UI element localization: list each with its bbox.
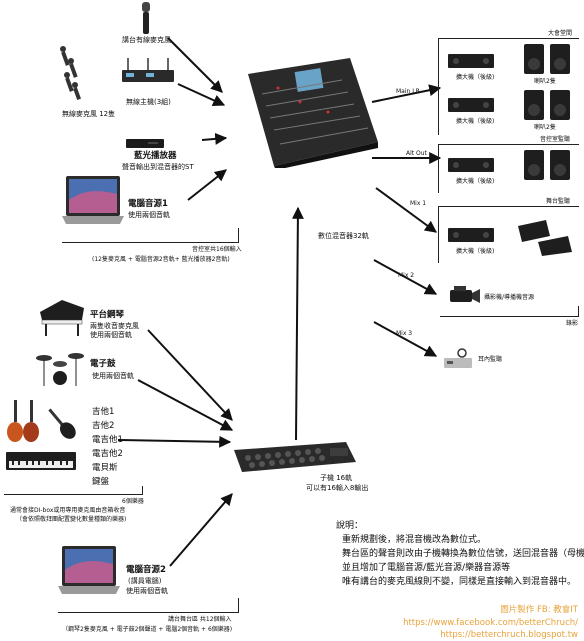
- bottom-summary-1: 講台舞台區 共12個輸入: [168, 616, 232, 623]
- amplifier-icon: [448, 156, 494, 174]
- stagebox-label-1: 子機 16軌: [320, 474, 353, 482]
- drums-sub: 使用兩個音軌: [92, 372, 134, 380]
- digital-mixer-icon: [238, 56, 380, 170]
- laptop1-title: 電腦音源1: [128, 199, 168, 209]
- bluray-player-icon: [126, 135, 164, 148]
- instrument-6: 鍵盤: [92, 477, 110, 487]
- record-label: 錄影: [566, 320, 579, 327]
- speaker-label-2: 喇叭2隻: [534, 124, 556, 131]
- main-lr-label: Main LR: [396, 88, 420, 95]
- laptop2-sub-2: 使用兩個音軌: [126, 587, 168, 595]
- hall-group-bracket: [438, 38, 579, 135]
- arrow-instruments: [117, 435, 232, 448]
- arrow-mix3: [373, 321, 438, 357]
- piano-sub-2: 使用兩個音軌: [90, 331, 132, 339]
- instrument-2: 吉他2: [92, 421, 115, 431]
- wireless-receiver-label: 無線主機(3組): [126, 98, 171, 106]
- credits-line-1: 圖片製作 FB: 教會IT: [500, 605, 578, 615]
- stage-monitor-bracket: [438, 206, 579, 263]
- grand-piano-icon: [38, 298, 86, 336]
- instruments-count: 6個樂器: [122, 498, 144, 505]
- record-bracket: [440, 306, 579, 317]
- notes-line-3: 並且增加了電腦音源/藍光音源/樂器音源等: [342, 563, 511, 573]
- mix3-label: Mix 3: [396, 330, 413, 337]
- piano-title: 平台鋼琴: [90, 310, 125, 320]
- hall-title: 大會堂間: [548, 30, 573, 37]
- in-ear-monitor-icon: [444, 348, 474, 370]
- arrow-stagebox-to-mixer: [291, 206, 304, 441]
- control-room-title: 音控室監聽: [540, 136, 571, 143]
- bluray-title: 藍光播放器: [134, 151, 177, 161]
- arrow-wireless: [177, 83, 226, 106]
- stage-monitor-title: 舞台監聽: [546, 198, 571, 205]
- arrow-laptop2: [169, 493, 233, 567]
- instrument-1: 吉他1: [92, 407, 115, 417]
- mix2-label: Mix 2: [398, 272, 415, 279]
- notes-title: 說明：: [336, 521, 364, 531]
- arrow-main-lr: [371, 84, 442, 103]
- arrow-drums: [137, 379, 234, 431]
- arrow-wired-mic: [167, 37, 223, 93]
- instrument-5: 電貝斯: [92, 463, 118, 473]
- speaker-pair-icon: [522, 90, 572, 120]
- laptop1-icon: [62, 176, 124, 226]
- wireless-mic-label: 無線麥克風 12隻: [62, 110, 116, 118]
- amp-label-3: 擴大機（後級): [456, 178, 495, 185]
- electronic-drums-icon: [34, 348, 86, 386]
- piano-sub-1: 兩隻收音麥克風: [90, 322, 139, 330]
- instruments-note-2: （會依照敬拜團配置變化數量種類的樂器): [16, 516, 127, 523]
- camcorder-label: 攝影機/導播機音源: [484, 294, 535, 301]
- iem-label: 耳內監聽: [478, 356, 503, 363]
- speaker-pair-icon: [522, 150, 572, 180]
- wireless-receiver-icon: [122, 58, 174, 84]
- amp-label-4: 擴大機（後級): [456, 248, 495, 255]
- laptop2-sub-1: (講員電腦): [128, 577, 162, 585]
- credits-facebook-link[interactable]: https://www.facebook.com/betterChruch/: [403, 618, 578, 628]
- amplifier-icon: [448, 226, 494, 244]
- notes-line-2: 舞台區的聲音則改由子機轉換為數位信號，送回混音器（母機）。: [342, 549, 584, 559]
- instrument-4: 電吉他2: [92, 449, 123, 459]
- stagebox-icon: [234, 440, 356, 474]
- speaker-pair-icon: [522, 44, 572, 74]
- notes-line-1: 重新規劃後，將混音機改為數位式。: [342, 535, 487, 545]
- amp-label-2: 擴大機（後級): [456, 118, 495, 125]
- top-summary-2: (12隻麥克風 + 電腦音源2音軌+ 藍光播放器2音軌): [92, 256, 230, 263]
- top-summary-1: 音控室共16個輸入: [192, 246, 242, 253]
- laptop2-title: 電腦音源2: [126, 565, 166, 575]
- wireless-mic-icon: [58, 44, 88, 100]
- laptop2-icon: [58, 546, 120, 596]
- stage-wedge-icon: [516, 216, 574, 256]
- control-room-bracket: [438, 144, 579, 193]
- arrow-mix1: [375, 187, 437, 233]
- instruments-bracket: [4, 486, 143, 495]
- arrow-mix2: [373, 259, 438, 295]
- wired-mic-icon: [140, 2, 152, 34]
- arrow-piano: [147, 329, 233, 421]
- top-inputs-bracket: [62, 228, 239, 243]
- instrument-3: 電吉他1: [92, 435, 123, 445]
- notes-line-4: 唯有講台的麥克風線則不變，同樣是直接輸入到混音器中。: [342, 577, 577, 587]
- bluray-sub: 聲音輸出到混音器的ST: [122, 163, 194, 171]
- guitars-icon: [4, 400, 80, 444]
- arrow-bluray: [201, 132, 228, 145]
- arrow-laptop1: [187, 169, 227, 201]
- keyboard-synth-icon: [6, 452, 76, 470]
- amplifier-icon: [448, 96, 494, 114]
- bottom-summary-2: （鋼琴2隻麥克風 + 電子鼓2個聲道 + 電腦2個音軌 + 6個樂器): [62, 626, 233, 633]
- stagebox-label-2: 可以有16輸入8輸出: [306, 484, 369, 492]
- alt-out-label: Alt Out: [406, 150, 427, 157]
- wired-mic-label: 講台有線麥克風: [122, 36, 171, 44]
- laptop1-sub: 使用兩個音軌: [128, 211, 170, 219]
- mix1-label: Mix 1: [410, 200, 427, 207]
- camcorder-icon: [446, 286, 480, 306]
- digital-link-label: 數位混音器32軌: [318, 232, 369, 240]
- drums-title: 電子鼓: [90, 359, 116, 369]
- instruments-note-1: 通常會接DI-box或用專用麥克風由音箱收音: [10, 507, 126, 514]
- amp-label-1: 擴大機（後級): [456, 74, 495, 81]
- credits-blog-link[interactable]: https://betterchruch.blogspot.tw: [440, 630, 578, 640]
- speaker-label-1: 喇叭2隻: [534, 78, 556, 85]
- bottom-inputs-bracket: [58, 598, 239, 613]
- amplifier-icon: [448, 52, 494, 70]
